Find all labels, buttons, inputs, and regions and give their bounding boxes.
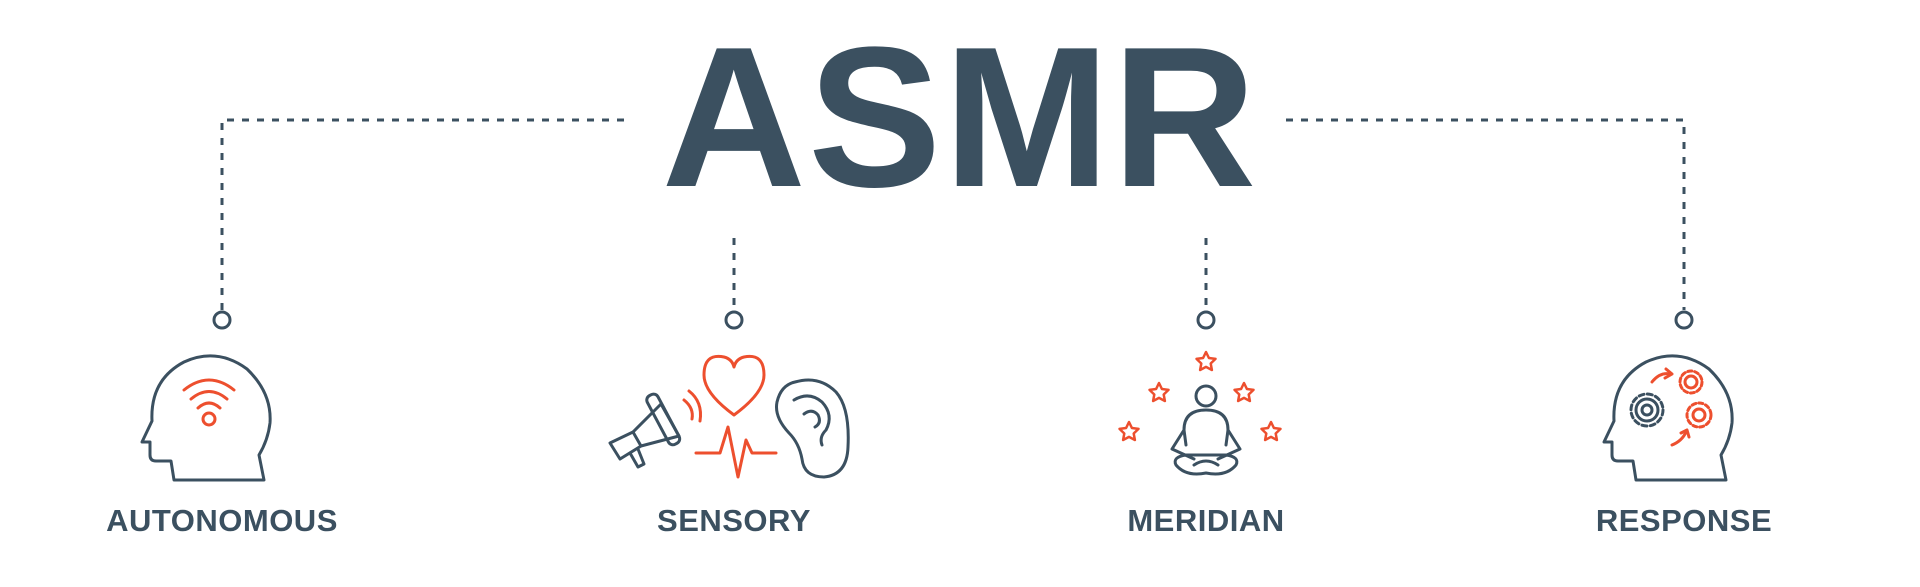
label-response: RESPONSE xyxy=(1595,503,1773,538)
head-with-signal-icon xyxy=(140,354,272,482)
page-title: ASMR xyxy=(661,6,1259,229)
label-autonomous: AUTONOMOUS xyxy=(106,503,338,538)
node-sensory xyxy=(724,310,744,330)
node-meridian xyxy=(1196,310,1216,330)
connector-autonomous xyxy=(220,118,624,310)
label-sensory: SENSORY xyxy=(657,503,811,538)
meditation-stars-icon xyxy=(1118,350,1282,476)
head-with-gears-icon xyxy=(1602,354,1734,482)
node-autonomous xyxy=(212,310,232,330)
label-meridian: MERIDIAN xyxy=(1127,503,1285,538)
node-response xyxy=(1674,310,1694,330)
megaphone-heart-ear-icon xyxy=(608,354,850,479)
